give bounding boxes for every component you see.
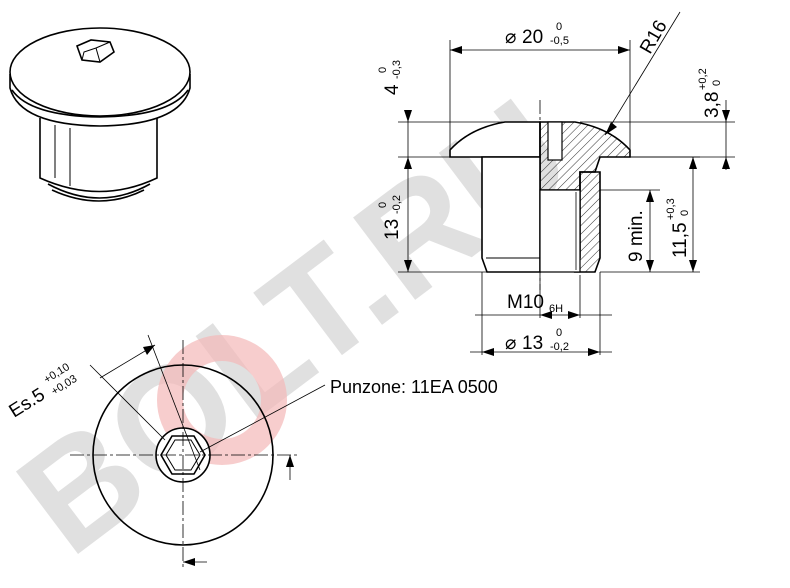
dim-body-diameter: ⌀ 13 0 -0,2 — [505, 327, 569, 354]
dim-thread-class: 6H — [549, 303, 563, 315]
dim-recess-depth-lower: 0 — [711, 80, 723, 86]
section-thread — [539, 189, 581, 273]
dim-recess-depth: 3,8 +0,2 0 — [697, 68, 723, 118]
dim-top-diameter-value: 20 — [522, 27, 543, 48]
dim-head-height: 4 0 -0,3 — [377, 60, 403, 95]
dim-body-length: 13 0 -0,2 — [377, 195, 403, 240]
dim-radius: R16 — [636, 17, 672, 58]
iso-head-inner — [11, 89, 189, 118]
punch-label: Punzone: 11EA 0500 — [330, 377, 498, 397]
dim-body-length-lower: -0,2 — [391, 195, 403, 214]
iso-body — [39, 118, 158, 193]
dim-body-diameter-upper: 0 — [556, 327, 562, 339]
dim-body-diameter-value: 13 — [522, 333, 543, 354]
section-head-left — [449, 121, 541, 158]
dim-recess-depth-value: 3,8 — [702, 92, 723, 118]
dim-top-diameter: ⌀ 20 0 -0,5 — [505, 21, 569, 48]
section-body-left — [481, 156, 541, 273]
dim-top-diameter-symbol: ⌀ — [505, 27, 516, 48]
isometric-view — [9, 27, 191, 202]
iso-body-bottom — [51, 189, 145, 202]
dim-overall-length-lower: 0 — [679, 210, 691, 216]
dim-thread-value: M10 — [507, 292, 544, 313]
dim-body-length-upper: 0 — [377, 202, 389, 208]
dim-overall-length-value: 11,5 — [670, 222, 691, 258]
dim-head-height-value: 4 — [382, 84, 403, 95]
iso-head-top — [9, 27, 191, 117]
dim-head-height-upper: 0 — [377, 67, 389, 73]
dim-head-height-lower: -0,3 — [391, 60, 403, 79]
dim-body-length-value: 13 — [382, 219, 403, 240]
dim-body-diameter-symbol: ⌀ — [505, 333, 516, 354]
dim-top-diameter-lower: -0,5 — [550, 35, 569, 47]
dim-top-diameter-upper: 0 — [556, 21, 562, 33]
watermark-red-ring — [157, 335, 287, 465]
dim-thread-depth: 9 min. — [626, 210, 647, 262]
dim-recess-depth-upper: +0,2 — [697, 68, 709, 90]
section-view: ⌀ 20 0 -0,5 4 0 -0,3 R16 3,8 +0,2 0 13 0… — [377, 11, 735, 356]
dim-overall-length-upper: +0,3 — [665, 198, 677, 220]
dim-overall-length: 11,5 +0,3 0 — [665, 198, 691, 258]
dim-thread: M10 6H — [507, 292, 563, 315]
dim-body-diameter-lower: -0,2 — [550, 341, 569, 353]
iso-body-groove — [47, 183, 151, 199]
